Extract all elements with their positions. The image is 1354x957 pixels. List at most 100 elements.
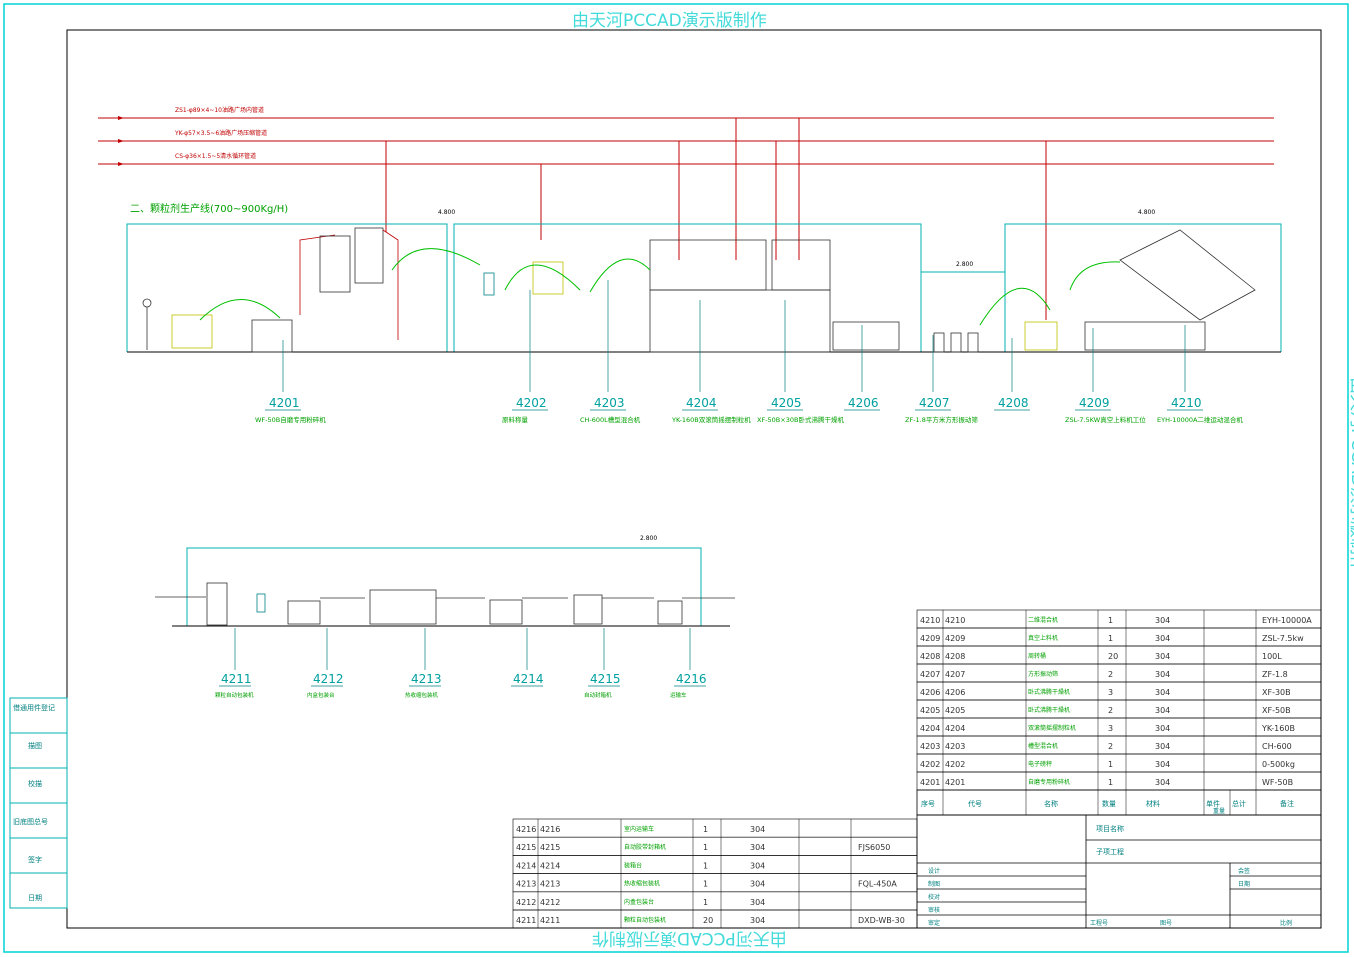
cell-seq: 4205	[920, 706, 940, 715]
callout-number: 4202	[516, 396, 547, 410]
table-row	[512, 891, 918, 911]
header-cell: 名称	[1044, 799, 1058, 808]
cell-material: 304	[750, 898, 765, 907]
cell-name: 装箱台	[624, 861, 642, 869]
cell-code: 4214	[540, 861, 560, 870]
cell-qty: 1	[703, 880, 708, 889]
role-approve: 审定	[928, 919, 940, 927]
cell-code: 4211	[540, 916, 560, 925]
outer-border	[3, 3, 1349, 953]
header-cell: 材料	[1146, 799, 1160, 808]
header-cell: 备注	[1280, 799, 1294, 808]
cell-material: 304	[750, 880, 765, 889]
cell-qty: 1	[1108, 616, 1113, 625]
left-strip-3: 校描	[28, 779, 42, 788]
cell-material: 304	[750, 843, 765, 852]
cell-material: 304	[1155, 760, 1170, 769]
header-cell: 序号	[921, 799, 935, 808]
cell-name: 真空上料机	[1028, 634, 1058, 642]
table-row	[512, 873, 918, 893]
table-row	[512, 855, 918, 874]
cell-remark: FJS6050	[858, 843, 890, 852]
cell-qty: 3	[1108, 688, 1113, 697]
callout-name: ZSL-7.5KW真空上料机工位	[1065, 415, 1146, 424]
upper-rooms	[126, 223, 1282, 353]
cell-qty: 1	[703, 843, 708, 852]
callout-number: 4213	[411, 672, 442, 686]
table-row	[916, 717, 1322, 737]
cell-seq: 4216	[516, 825, 536, 834]
cell-material: 304	[750, 861, 765, 870]
cell-qty: 1	[1108, 778, 1113, 787]
cell-name: 自磨专用粉碎机	[1028, 778, 1070, 786]
table-row	[916, 699, 1322, 719]
cell-qty: 1	[703, 825, 708, 834]
cell-seq: 4201	[920, 778, 940, 787]
cell-seq: 4207	[920, 670, 940, 679]
cell-code: 4202	[945, 760, 965, 769]
callout-name: YK-160B双滚筒摇摆制粒机	[671, 415, 751, 424]
table-row	[916, 753, 1322, 773]
callout-number: 4206	[848, 396, 879, 410]
left-strip-1: 借通用件登记	[13, 703, 55, 712]
cell-remark: ZSL-7.5kw	[1262, 634, 1304, 643]
lower-equipment	[155, 582, 735, 626]
cell-code: 4204	[945, 724, 965, 733]
upper-equipment	[142, 227, 1256, 353]
drawing-number-label: 图号	[1160, 920, 1172, 927]
watermark-right: 由天河PCCAD演示版制作	[1346, 377, 1354, 572]
role-design: 设计	[928, 867, 940, 875]
header-cell: 代号	[968, 799, 982, 808]
callout-number: 4201	[269, 396, 300, 410]
cell-code: 4216	[540, 825, 560, 834]
callout-number: 4210	[1171, 396, 1202, 410]
cell-material: 304	[1155, 616, 1170, 625]
cell-name: 双滚筒摇摆制粒机	[1028, 724, 1076, 732]
callout-name: 热收缩包装机	[405, 691, 439, 699]
level-platform: 2.800	[956, 261, 973, 268]
cell-code: 4203	[945, 742, 965, 751]
cell-name: 自动胶带封箱机	[624, 843, 666, 851]
callout-name: 运输车	[670, 691, 687, 699]
cell-seq: 4208	[920, 652, 940, 661]
cell-remark: YK-160B	[1261, 724, 1295, 733]
cell-seq: 4214	[516, 861, 536, 870]
left-strip-6: 日期	[28, 894, 42, 902]
cell-remark: WF-50B	[1262, 778, 1293, 787]
left-strip	[9, 697, 68, 909]
cell-name: 电子磅秤	[1028, 760, 1052, 768]
cell-remark: DXD-WB-30	[858, 916, 905, 925]
level-upper: 4.800	[438, 209, 455, 216]
table-row	[916, 663, 1322, 683]
cell-remark: CH-600	[1262, 742, 1292, 751]
header-cell: 单件	[1206, 799, 1220, 808]
pipeline-group: ZS1-φ89×4~10油路广场内管道 YK-φ57×3.5~6油路广场压缩管道…	[98, 106, 1274, 320]
pipeline-label-1: ZS1-φ89×4~10油路广场内管道	[175, 106, 264, 114]
cell-name: 周转桶	[1028, 652, 1046, 660]
cell-seq: 4209	[920, 634, 940, 643]
cell-seq: 4211	[516, 916, 536, 925]
cell-seq: 4202	[920, 760, 940, 769]
cell-seq: 4206	[920, 688, 940, 697]
table-row	[916, 735, 1322, 755]
cell-remark: ZF-1.8	[1262, 670, 1288, 679]
callout-number: 4212	[313, 672, 344, 686]
callout-name: XF-50B×30B卧式沸腾干燥机	[757, 415, 844, 424]
cell-seq: 4213	[516, 880, 536, 889]
cell-qty: 2	[1108, 706, 1113, 715]
cell-seq: 4210	[920, 616, 940, 625]
callout-name: EYH-10000A二维运动混合机	[1157, 415, 1243, 424]
role-check: 校对	[928, 893, 940, 901]
project-number-label: 工程号	[1090, 919, 1108, 927]
cell-seq: 4204	[920, 724, 940, 733]
left-strip-2: 描图	[28, 741, 42, 750]
cell-code: 4209	[945, 634, 965, 643]
cell-code: 4206	[945, 688, 965, 697]
cell-name: 室内运输车	[624, 825, 654, 833]
cell-qty: 1	[703, 898, 708, 907]
cell-qty: 2	[1108, 742, 1113, 751]
cell-material: 304	[1155, 652, 1170, 661]
cell-qty: 2	[1108, 670, 1113, 679]
